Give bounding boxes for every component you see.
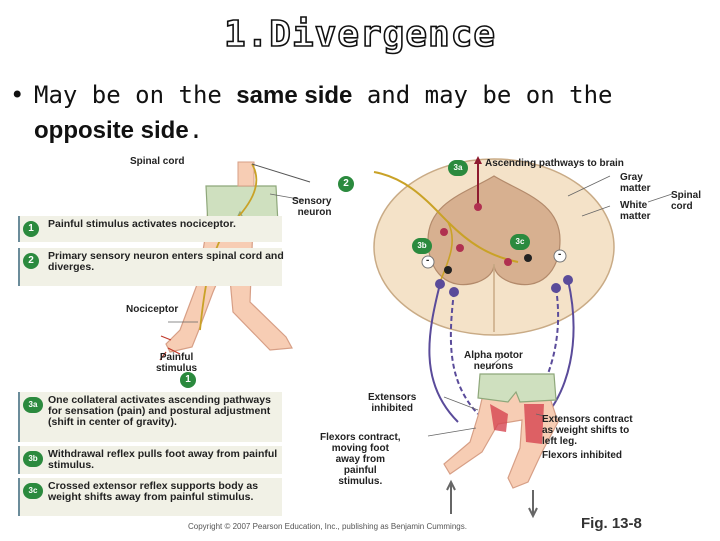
inhibitory-minus-left: -: [426, 255, 430, 266]
badge-3b: 3b: [412, 238, 432, 254]
step-2: 2 Primary sensory neuron enters spinal c…: [18, 248, 284, 286]
inhibitory-minus-right: -: [558, 249, 562, 260]
step-3a-badge: 3a: [23, 397, 43, 413]
label-nociceptor: Nociceptor: [126, 304, 179, 315]
label-ascending-pathways: Ascending pathways to brain: [485, 158, 624, 169]
label-flexors-contract: Flexors contract, moving foot away from …: [320, 432, 401, 487]
step-3a-text: One collateral activates ascending pathw…: [48, 394, 271, 428]
label-white-matter: White matter: [620, 200, 651, 222]
inhibitory-symbol: [421, 255, 435, 269]
slide-title: 1.Divergence: [223, 13, 497, 56]
label-painful-stimulus: Painful stimulus: [156, 352, 198, 374]
spinal-cord-section: [373, 158, 615, 336]
badge-3c: 3c: [510, 234, 530, 250]
label-alpha-motor-neurons: Alpha motor neurons: [464, 350, 523, 372]
bullet-text: May be on the same side and may be on th…: [34, 78, 704, 148]
badge-3a: 3a: [448, 160, 468, 176]
label-sensory-neuron: Sensory neuron: [292, 196, 332, 218]
label-spinal-cord: Spinal cord: [130, 156, 185, 167]
bullet-marker: •: [10, 81, 25, 109]
step-1-badge: 1: [23, 221, 39, 237]
step-3b: 3b Withdrawal reflex pulls foot away fro…: [18, 446, 282, 474]
step-1-text: Painful stimulus activates nociceptor.: [48, 218, 236, 230]
step-3c-text: Crossed extensor reflex supports body as…: [48, 480, 259, 503]
step-3b-text: Withdrawal reflex pulls foot away from p…: [48, 448, 278, 471]
step-3a: 3a One collateral activates ascending pa…: [18, 392, 282, 442]
bullet-part-2: and may be on the: [352, 81, 613, 109]
badge-1: 1: [180, 372, 196, 388]
label-flexors-inhibited: Flexors inhibited: [542, 450, 623, 461]
copyright-note: Copyright © 2007 Pearson Education, Inc.…: [188, 522, 467, 531]
label-spinal-cord-right: Spinal cord: [671, 190, 702, 212]
reflex-figure: Spinal cord Ascending pathways to brain …: [8, 152, 712, 536]
step-2-text: Primary sensory neuron enters spinal cor…: [48, 250, 284, 273]
bullet-part-1: May be on the: [34, 81, 237, 109]
label-pointers: [168, 175, 673, 437]
inhibitory-symbol: [553, 249, 567, 263]
lower-legs-illustration: [443, 373, 559, 519]
label-extensors-inhibited: Extensors inhibited: [368, 392, 417, 414]
spinal-cord-pointer: [251, 163, 311, 183]
bullet-bold-opposite-side: opposite side: [34, 117, 189, 144]
label-gray-matter: Gray matter: [620, 172, 651, 194]
badge-2: 2: [338, 176, 354, 192]
figure-number: Fig. 13-8: [581, 515, 642, 532]
label-extensors-contract: Extensors contract as weight shifts to l…: [542, 414, 633, 447]
step-3c: 3c Crossed extensor reflex supports body…: [18, 478, 282, 516]
step-3b-badge: 3b: [23, 451, 43, 467]
step-3c-badge: 3c: [23, 483, 43, 499]
sensory-pathways: [373, 156, 575, 423]
step-1: 1 Painful stimulus activates nociceptor.: [18, 216, 282, 242]
bullet-part-3: .: [188, 116, 204, 144]
bullet-bold-same-side: same side: [236, 82, 353, 109]
step-2-badge: 2: [23, 253, 39, 269]
